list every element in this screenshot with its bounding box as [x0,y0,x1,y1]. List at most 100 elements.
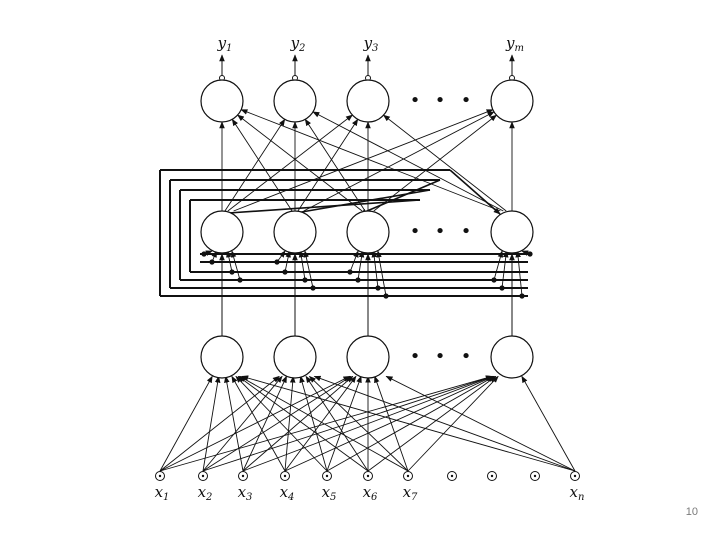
input-label-x5: x5 [322,483,337,503]
hidden-to-output-arrow-2-1 [231,118,293,212]
feedback-loop-return-1 [449,169,501,215]
input-arrow-x1-to-input-neuron-1 [159,375,213,472]
input-arrow-x4-to-input-neuron-1 [231,375,286,472]
input-arrow-x5-to-input-neuron-4 [326,375,495,472]
ellipsis-dot: • [461,221,472,242]
feedback-junction-2-4 [310,285,316,291]
hidden-to-output-arrow-2-4 [303,111,495,212]
input-arrow-x3-to-input-neuron-2 [242,375,288,472]
input-terminal-center [406,474,410,478]
ellipsis-dot: • [410,90,421,111]
input-label-x1: x1 [155,483,170,503]
feedback-junction-4-3 [519,293,525,299]
ellipsis-dot: • [461,90,472,111]
input-neuron-2 [273,335,317,379]
hidden-neuron-1 [200,210,244,254]
input-arrow-x8-to-input-neuron-1 [241,375,576,472]
hidden-to-output-arrow-2-3 [297,118,359,212]
input-arrow-x8-to-input-neuron-4 [521,375,576,472]
output-neuron-2 [273,79,317,123]
input-arrow-x2-to-input-neuron-4 [202,375,494,472]
input-arrow-x1-to-input-neuron-3 [159,375,351,472]
input-arrow-x7-to-input-neuron-3 [374,375,409,472]
feedback-junction-1-1 [201,251,207,257]
input-terminal-center [573,474,577,478]
hidden-to-output-arrow-1-2 [224,118,286,212]
output-neuron-1 [200,79,244,123]
feedback-tap-2-4 [303,250,314,289]
ellipsis-dot: • [410,346,421,367]
input-arrow-x5-to-input-neuron-3 [326,375,362,472]
input-terminal-center [283,474,287,478]
feedback-junction-1-3 [229,269,235,275]
input-neuron-1 [200,335,244,379]
input-arrow-x1-to-input-neuron-4 [159,375,493,472]
feedback-junction-3-4 [383,293,389,299]
feedback-tap-2-3 [298,250,306,281]
feedback-junction-4-1 [491,277,497,283]
hidden-neuron-3 [346,210,390,254]
hidden-neuron-2 [273,210,317,254]
feedback-junction-2-3 [302,277,308,283]
output-label-y1: y1 [217,34,233,54]
input-arrow-x4-to-input-neuron-2 [284,375,296,472]
hidden-to-output-arrow-3-4 [373,114,498,212]
feedback-tap-1-3 [226,250,233,273]
ellipsis-dot: • [435,90,446,111]
output-neuron-4 [490,79,534,123]
input-label-x4: x4 [280,483,295,503]
input-terminal-center [201,474,205,478]
hidden-to-output-arrow-4-3 [382,114,507,212]
input-terminal-center [490,474,494,478]
page-number: 10 [685,506,698,518]
input-neuron-3 [346,335,390,379]
input-arrow-x1-to-input-neuron-2 [159,375,280,472]
input-arrow-x2-to-input-neuron-1 [202,375,221,472]
input-terminal-center [533,474,537,478]
input-arrow-x6-to-input-neuron-1 [237,375,369,472]
input-terminal-center [241,474,245,478]
input-arrow-x8-to-input-neuron-3 [385,375,576,472]
feedback-tap-4-2 [501,250,509,289]
input-arrow-x6-to-input-neuron-2 [305,375,369,472]
input-label-x7: x7 [403,483,418,503]
input-neuron-4 [490,335,534,379]
hidden-to-output-arrow-3-2 [304,118,366,212]
input-arrow-x8-to-input-neuron-2 [313,375,576,472]
input-arrow-x7-to-input-neuron-2 [308,375,409,472]
input-terminal-center [366,474,370,478]
feedback-tap-3-1 [349,250,359,273]
input-arrow-x7-to-input-neuron-1 [239,375,409,472]
feedback-tap-3-2 [357,250,365,281]
feedback-tap-2-2 [284,250,291,273]
feedback-tap-1-4 [230,250,241,281]
feedback-junction-4-4 [527,251,533,257]
feedback-junction-1-4 [237,277,243,283]
input-terminal-center [325,474,329,478]
feedback-junction-3-2 [355,277,361,283]
feedback-tap-3-3 [371,250,379,289]
feedback-junction-1-2 [209,259,215,265]
input-arrow-x5-to-input-neuron-2 [299,375,328,472]
input-arrow-x2-to-input-neuron-2 [202,375,283,472]
feedback-tap-4-1 [493,250,504,281]
input-arrow-x6-to-input-neuron-4 [367,375,497,472]
feedback-junction-2-1 [274,259,280,265]
input-arrow-x7-to-input-neuron-4 [407,375,499,472]
feedback-junction-2-2 [282,269,288,275]
input-label-xn: xn [570,483,585,503]
feedback-tap-3-4 [376,250,387,297]
output-label-ym: ym [505,34,524,54]
output-label-y2: y2 [290,34,306,54]
feedback-tap-4-3 [515,250,523,297]
input-arrow-x3-to-input-neuron-1 [224,375,244,472]
ellipsis-dot: • [435,346,446,367]
hidden-neuron-4 [490,210,534,254]
input-arrow-x4-to-input-neuron-4 [284,375,495,472]
ellipsis-dot: • [410,221,421,242]
hidden-to-output-arrow-3-1 [237,114,363,212]
input-arrow-x3-to-input-neuron-3 [242,375,354,472]
feedback-junction-3-1 [347,269,353,275]
input-terminal-center [450,474,454,478]
